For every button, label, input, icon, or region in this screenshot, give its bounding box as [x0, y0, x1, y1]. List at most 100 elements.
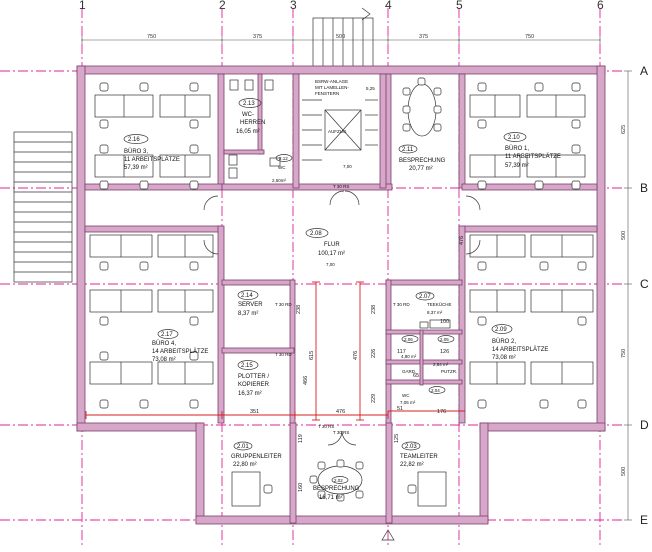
room-name: GRUPPENLEITER: [231, 454, 282, 460]
room-area: 100,17 m²: [318, 251, 345, 257]
room-area: 22,82 m²: [400, 462, 424, 468]
room-subtitle: 11 ARBEITSPLÄTZE: [505, 153, 561, 160]
door-labels: T 30 RD T 30 RD T 30 RD T 30 RS T 30 RS: [275, 302, 410, 435]
room-name: BÜRO 1,: [505, 145, 529, 152]
room-number: 2.02: [334, 478, 343, 483]
elevator: AUFZUG: [324, 109, 362, 151]
room-area: 73,08 m²: [152, 357, 176, 363]
room-name: TEEKÜCHE: [427, 301, 452, 307]
stairwell: BSRW-ANLAGE MIT LAMELLEN- FENSTERN 5,25 …: [302, 79, 378, 189]
room-2-01: 2.01 GRUPPENLEITER 22,80 m²: [231, 441, 282, 468]
room-number: 2.11: [402, 147, 414, 153]
desks-buero-3: [94, 82, 211, 190]
room-number: 2.01: [237, 444, 249, 450]
dim-466: 466: [303, 376, 309, 385]
external-stair-top: [312, 7, 374, 69]
room-area: 22,80 m²: [233, 462, 257, 468]
dim-375-left: 375: [253, 34, 262, 40]
wc-fixtures: [228, 79, 281, 179]
dim-117: 117: [397, 349, 406, 355]
axis-col-1: 1: [79, 0, 86, 12]
dim-100: 100: [440, 319, 449, 325]
room-2-12: 2.12 WC 2,50m²: [272, 154, 293, 183]
axis-row-d: D: [640, 418, 649, 432]
room-area: 57,39 m²: [505, 163, 529, 169]
dim-238-left: 238: [296, 305, 302, 314]
corridor-dimensions: 351 476 615 466 476 238 238 226 229 476 …: [85, 236, 465, 492]
room-area: 73,08 m²: [492, 355, 516, 361]
dim-238-right: 238: [371, 305, 377, 314]
room-number: 2.09: [495, 327, 507, 333]
door-t30rs-mid: T 30 RS: [318, 424, 334, 429]
axis-labels: 1 2 3 4 5 6 A B C D E: [79, 0, 649, 527]
dim-750-vertical: 750: [621, 349, 627, 358]
meeting-table-2-02: [309, 459, 364, 502]
axis-row-c: C: [640, 277, 649, 291]
desks-buero-1: [469, 82, 586, 190]
dim-160: 160: [298, 483, 304, 492]
door-t30rd-1: T 30 RD: [275, 302, 292, 307]
room-number: 2.13: [243, 101, 255, 107]
dim-226: 226: [371, 349, 377, 358]
room-subtitle: KOPIERER: [238, 382, 270, 388]
stair-arrow-bottom: [381, 529, 395, 541]
axis-col-2: 2: [219, 0, 226, 12]
dim-500: 500: [336, 34, 345, 40]
room-number: 2.07: [419, 294, 431, 300]
room-name: BÜRO 2,: [492, 338, 516, 345]
room-2-10: 2.10 BÜRO 1, 11 ARBEITSPLÄTZE 57,39 m²: [503, 132, 561, 169]
room-area: 2,84 m²: [433, 362, 449, 367]
room-area: 2,50m²: [272, 178, 287, 183]
room-subtitle: 11 ARBEITSPLÄTZE: [124, 156, 180, 163]
dim-119: 119: [298, 434, 304, 443]
room-area: 8,37 m²: [238, 311, 258, 317]
dim-750-left: 750: [147, 34, 156, 40]
room-2-04: 2.04 WC 7,05 m²: [400, 386, 446, 405]
desks-lower: [231, 471, 447, 507]
aufzug-label: AUFZUG: [328, 129, 347, 134]
room-name: WC: [278, 165, 286, 170]
room-2-16: 2.16 BÜRO 3, 11 ARBEITSPLÄTZE 57,39 m²: [123, 134, 180, 171]
right-dimension-chain: 625 500 750 500: [621, 70, 632, 521]
room-number: 2.08: [310, 231, 322, 237]
room-gard: GARD.: [402, 369, 416, 374]
room-name: BESPRECHUNG: [399, 158, 446, 164]
room-2-07: 2.07 TEEKÜCHE 8,37 m²: [415, 291, 452, 315]
room-2-13: 2.13 WC- HERREN 16,05 m²: [236, 98, 265, 135]
dim-126: 126: [440, 349, 449, 355]
room-subtitle: 14 ARBEITSPLÄTZE: [152, 348, 208, 355]
axis-col-6: 6: [597, 0, 604, 12]
dim-625: 625: [621, 125, 627, 134]
vent-label-2: MIT LAMELLEN-: [315, 85, 349, 90]
dim-351: 351: [250, 409, 259, 415]
room-2-17: 2.17 BÜRO 4, 14 ARBEITSPLÄTZE 73,08 m²: [152, 329, 208, 363]
dim-500-right: 500: [621, 231, 627, 240]
dim-229: 229: [371, 394, 377, 403]
axis-col-3: 3: [290, 0, 297, 12]
dim-375-right: 375: [419, 34, 428, 40]
room-area: 16,05 m²: [236, 129, 260, 135]
room-area: 57,39 m²: [124, 165, 148, 171]
outer-walls: [76, 65, 606, 525]
room-name: WC-: [242, 112, 254, 118]
dim-176: 176: [437, 409, 446, 415]
top-dimension-chain: 750 375 500 375 750: [81, 34, 601, 44]
axis-row-b: B: [640, 181, 648, 195]
room-number: 2.16: [128, 137, 140, 143]
dim-750-right: 750: [525, 34, 534, 40]
dim-615: 615: [309, 351, 315, 360]
room-number: 2.05: [440, 337, 449, 342]
dim-476-right: 476: [459, 236, 465, 245]
room-number: 2.03: [405, 444, 417, 450]
door-t30rs-2: T 30 RS: [333, 430, 349, 435]
level-525: 5,25: [366, 86, 375, 91]
axis-row-e: E: [640, 513, 648, 527]
room-name: GARD.: [402, 369, 416, 374]
room-name: BESPRECHUNG: [313, 486, 360, 492]
room-number: 2.15: [241, 363, 253, 369]
dim-476-v: 476: [353, 351, 359, 360]
room-2-03: 2.03 TEAMLEITER 22,82 m²: [400, 441, 438, 468]
room-area: 16,71 m²: [319, 495, 343, 501]
teekueche-fixtures: [419, 319, 451, 329]
room-2-05: 2.05 2,84 m² PUTZR.: [433, 335, 457, 374]
